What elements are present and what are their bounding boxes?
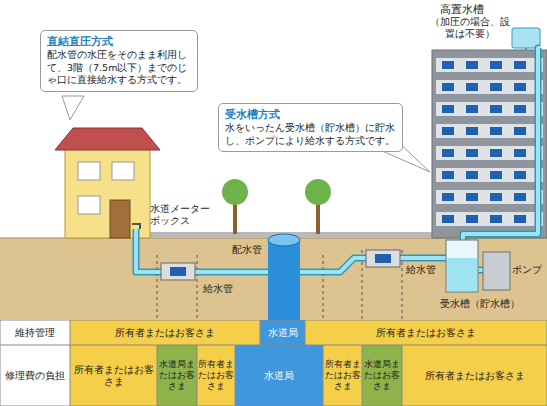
table-cell: 水道局 xyxy=(235,345,323,406)
main-label: 配水管 xyxy=(232,244,266,256)
meter-boxes xyxy=(161,250,400,280)
tank-label: 高置水槽 xyxy=(440,3,510,16)
table-cell: 水道局またはお客さま xyxy=(157,345,197,406)
table-cell: 所有者またはお客さま xyxy=(70,345,157,406)
pipe-label: 給水管 xyxy=(203,283,237,295)
tank-label: 受水槽（貯水槽） xyxy=(440,298,542,310)
table-cell: 所有者またはお客さま xyxy=(197,345,235,406)
table-cell: 水道局 xyxy=(260,320,305,345)
callout-body: 配水管の水圧をそのまま利用して、3階（7.5m以下）までのじゃ口に直接給水する方… xyxy=(47,49,191,86)
callout-heading: 直結直圧方式 xyxy=(47,35,191,49)
building xyxy=(432,28,547,238)
meter-label: 水道メーター ボックス xyxy=(150,203,216,227)
callout-tails xyxy=(62,96,430,172)
table-cell: 所有者またはお客さま xyxy=(402,345,547,406)
trees xyxy=(222,179,331,234)
row-header: 維持管理 xyxy=(0,320,70,345)
callout-box: 直結直圧方式配水管の水圧をそのまま利用して、3階（7.5m以下）までのじゃ口に直… xyxy=(40,30,198,92)
table-cell: 所有者またはお客さま xyxy=(70,320,260,345)
table-cell: 水道局またはお客さま xyxy=(362,345,402,406)
callout-box: 受水槽方式水をいったん受水槽（貯水槽）に貯水し、ポンプにより給水する方式です。 xyxy=(218,103,403,152)
pump-label: ポンプ xyxy=(512,264,544,276)
callout-body: 水をいったん受水槽（貯水槽）に貯水し、ポンプにより給水する方式です。 xyxy=(225,122,396,147)
callout-heading: 受水槽方式 xyxy=(225,108,396,122)
tank-and-pump xyxy=(446,240,510,292)
pipe-label: 給水管 xyxy=(406,264,440,276)
row-header: 修理費の負担 xyxy=(0,345,70,406)
ground xyxy=(0,238,547,320)
house xyxy=(55,128,160,238)
table-cell: 所有者またはお客さま xyxy=(305,320,547,345)
tank-note: （加圧の場合、設置は不要） xyxy=(430,16,510,40)
distribution-main xyxy=(268,234,300,320)
table-cell: 所有者またはお客さま xyxy=(323,345,362,406)
